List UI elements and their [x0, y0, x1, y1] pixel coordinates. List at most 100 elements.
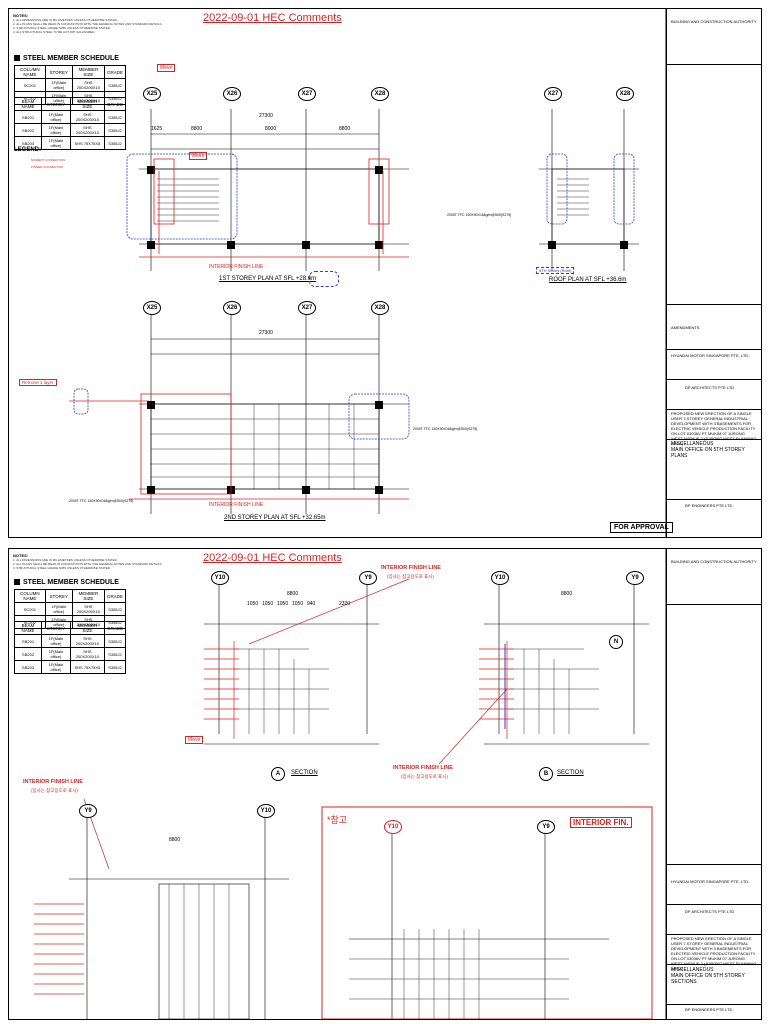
column-schedule-header-3: GRADE — [103, 589, 127, 603]
dim-a-bay1: 1050 — [247, 601, 259, 607]
authority-name: BUILDING AND CONSTRUCTION AUTHORITY — [671, 19, 757, 24]
beam-schedule-header-1: STOREY — [41, 97, 71, 111]
beam-schedule-cell: 1F(Main office) — [41, 136, 71, 150]
beam-schedule-cell: SB203 — [13, 136, 43, 150]
column-schedule-header-0: COLUMN NAME — [14, 65, 46, 79]
ref-grid-y9: Y9 — [537, 820, 555, 834]
beam-schedule-cell: S355J2 — [103, 123, 127, 137]
beam-schedule-header-2: MEMBER SIZE — [69, 97, 105, 111]
legend-pinned: PINNED CONNECTION — [31, 165, 64, 169]
roof-plan-title: ROOF PLAN AT SFL +36.6m — [549, 277, 627, 283]
bay-dim-4: 8800 — [339, 126, 351, 132]
bay-dim-2: 8800 — [191, 126, 203, 132]
tfc-note-plan2-right: 2000T TFC 150X90X16kg/m@500(S275) — [413, 427, 478, 431]
project-description-2: PROPOSED NEW ERECTION OF A SINGLE USER 7… — [671, 936, 757, 971]
comment-title: 2022-09-01 HEC Comments — [203, 12, 342, 24]
dim-b-top: 8800 — [561, 591, 573, 597]
architect-name-2: DP ARCHITECTS PTE LTD — [685, 909, 735, 914]
grid-x26: X26 — [223, 87, 241, 101]
beam-schedule-cell: 1F(Main office) — [41, 660, 71, 674]
authority-name-2: BUILDING AND CONSTRUCTION AUTHORITY — [671, 559, 757, 564]
dim-a-bay4: 1050 — [292, 601, 304, 607]
grid2-x25: X25 — [143, 301, 161, 315]
north-arrow: N — [609, 635, 623, 649]
column-schedule-header-2: MEMBER SIZE — [71, 589, 105, 603]
for-approval-stamp: FOR APPROVAL — [610, 522, 673, 533]
notes-title: NOTES: — [13, 13, 29, 18]
dim-a-bay3: 1050 — [277, 601, 289, 607]
beam-schedule-header-2: MEMBER SIZE — [69, 621, 105, 635]
column-schedule-cell: S355J2 — [103, 78, 127, 92]
grid-c-y9: Y9 — [79, 804, 97, 818]
grid-a-y10: Y10 — [211, 571, 229, 585]
grid-c-y10: Y10 — [257, 804, 275, 818]
beam-schedule-header-0: BEAM NAME — [13, 97, 43, 111]
column-schedule-header-0: COLUMN NAME — [14, 589, 46, 603]
interior-fin-box: INTERIOR FIN. — [570, 817, 632, 828]
drawing-sheet-2: 2022-09-01 HEC Comments NOTES: 1. ALL DI… — [8, 548, 762, 1020]
section-a-marker: A — [271, 767, 285, 781]
beam-schedule-cell: SB201 — [13, 110, 43, 124]
interior-finish-line-1: INTERIOR FINISH LINE — [209, 264, 264, 270]
roof-storey-tag: 5TH Storey (Roof) — [536, 267, 575, 274]
move-tag-3: Move — [185, 736, 204, 744]
overall-dimension: 27300 — [259, 113, 273, 119]
title-block-2: BUILDING AND CONSTRUCTION AUTHORITY HYUN… — [666, 549, 761, 1019]
beam-schedule-header-3: GRADE — [103, 97, 127, 111]
column-schedule-cell: SHS 200X200X10 — [71, 602, 105, 616]
legend-title: LEGEND: — [14, 147, 41, 153]
grid2-x28: X28 — [371, 301, 389, 315]
sheet2-linework — [34, 549, 667, 1019]
grid-b-y9: Y9 — [626, 571, 644, 585]
plan1-title: 1ST STOREY PLAN AT SFL +28.6m — [219, 276, 317, 282]
grid-x25: X25 — [143, 87, 161, 101]
column-schedule-cell: S355J2 — [103, 602, 127, 616]
dim-a-bay6: 2320 — [339, 601, 351, 607]
beam-schedule-cell: SHS 200X200X10 — [69, 647, 105, 661]
beam-schedule-cell: SHS 200X200X10 — [69, 123, 105, 137]
comment-title-2: 2022-09-01 HEC Comments — [203, 552, 342, 564]
bay-dim-1: 1625 — [151, 126, 163, 132]
grid-a-y9: Y9 — [359, 571, 377, 585]
column-schedule-cell: 1F(Main office) — [44, 602, 73, 616]
project-description: PROPOSED NEW ERECTION OF A SINGLE USER 7… — [671, 411, 757, 446]
beam-schedule-cell: SB203 — [13, 660, 43, 674]
title-block-1: BUILDING AND CONSTRUCTION AUTHORITY AMEN… — [666, 9, 761, 537]
move-tag-2: Move — [189, 152, 208, 160]
beam-schedule-header-0: BEAM NAME — [13, 621, 43, 635]
grid-b-y10: Y10 — [491, 571, 509, 585]
beam-schedule-cell: S355J2 — [103, 136, 127, 150]
column-schedule-header-1: STOREY — [44, 65, 73, 79]
tfc-note-plan2-left: 2000T TFC 150X90X16kg/m@500(S275) — [69, 499, 134, 503]
column-schedule-header-1: STOREY — [44, 589, 73, 603]
beam-schedule-cell: S355J2 — [103, 634, 127, 648]
column-schedule-cell: SC201 — [14, 602, 46, 616]
column-schedule-header-2: MEMBER SIZE — [71, 65, 105, 79]
tfc-note-roof: 2000T TFC 150X90X16kg/m@500(S275) — [447, 213, 512, 217]
dim-c-top: 8800 — [169, 837, 181, 843]
general-notes: 1. ALL DIMENSIONS ARE IN MILLIMETRES UNL… — [13, 18, 163, 34]
beam-schedule-cell: SHS 75X75X5 — [69, 660, 105, 674]
beam-schedule-cell: S355J2 — [103, 110, 127, 124]
architect-name: DP ARCHITECTS PTE LTD — [685, 385, 735, 390]
client-name: HYUNDAI MOTOR SINGAPORE PTE. LTD. — [671, 353, 750, 358]
grid-roof-x27: X27 — [544, 87, 562, 101]
beam-schedule-cell: 1F(Main office) — [41, 634, 71, 648]
section-b-marker: B — [539, 767, 553, 781]
section-a-title: SECTION — [291, 770, 318, 776]
column-schedule-header-3: GRADE — [103, 65, 127, 79]
schedule-title: STEEL MEMBER SCHEDULE — [14, 55, 119, 62]
column-schedule-cell: 1F(Main office) — [44, 78, 73, 92]
beam-schedule-cell: SB201 — [13, 634, 43, 648]
beam-schedule-cell: SHS 200X200X10 — [69, 110, 105, 124]
grid-roof-x28: X28 — [616, 87, 634, 101]
drawing-title-2: MISCELLANEOUS MAIN OFFICE ON 5TH STOREY … — [671, 967, 745, 985]
notes-title-2: NOTES: — [13, 553, 29, 558]
beam-schedule-cell: S355J2 — [103, 647, 127, 661]
dim-a-bay2: 1050 — [262, 601, 274, 607]
overall-dimension-2: 27300 — [259, 330, 273, 336]
